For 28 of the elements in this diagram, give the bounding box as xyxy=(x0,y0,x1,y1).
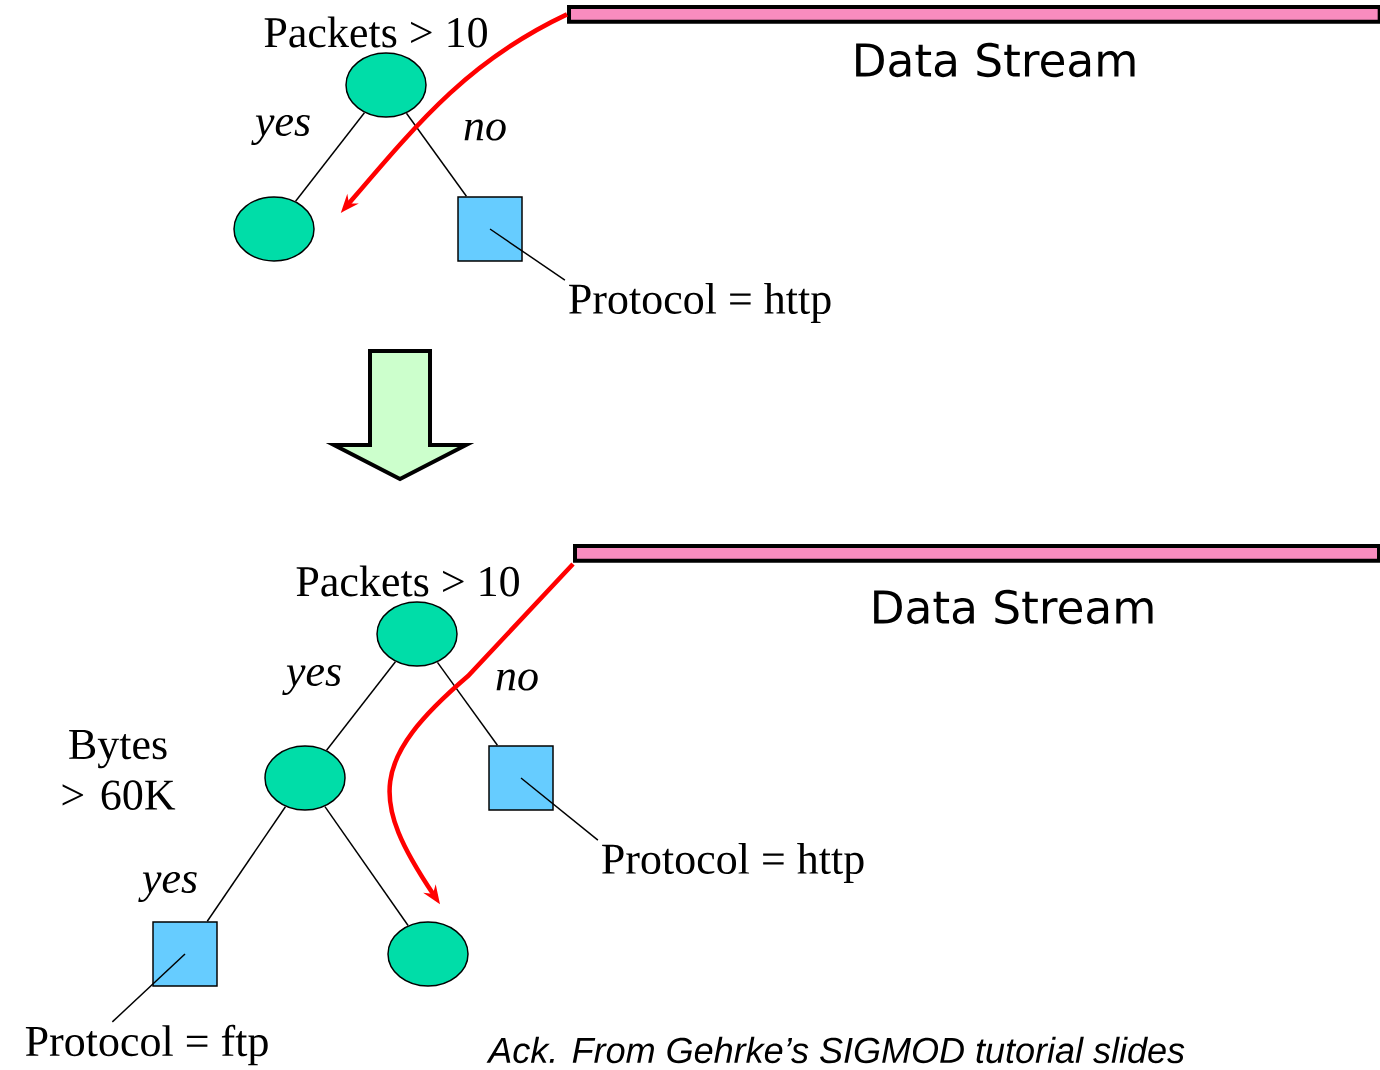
edge-label: no xyxy=(464,119,506,141)
node-label: Packets > 10 xyxy=(264,16,487,48)
condition-label: Protocol = ftp xyxy=(25,1024,268,1066)
tree-branch xyxy=(206,805,287,922)
node-label: Packets > 10 xyxy=(296,565,519,597)
leaf-square xyxy=(457,196,523,262)
condition-label: Protocol = http xyxy=(569,283,831,323)
leader-line xyxy=(489,228,566,281)
leader-line xyxy=(520,777,599,841)
leader-line xyxy=(111,953,186,1023)
tree-branch xyxy=(405,112,468,197)
edge-label: yes xyxy=(138,871,197,903)
node-label: Data Stream xyxy=(856,42,1135,78)
tree-branch xyxy=(325,661,397,751)
tree-branch xyxy=(324,805,409,927)
leaf-square xyxy=(488,745,554,811)
tree-node xyxy=(233,196,315,262)
node-label: Data Stream xyxy=(874,589,1153,625)
tree-node xyxy=(387,921,469,987)
edge-label: no xyxy=(496,669,538,691)
leaf-square xyxy=(152,921,218,987)
condition-label: Protocol = http xyxy=(602,843,864,883)
caption: Ack. From Gehrke’s SIGMOD tutorial slides xyxy=(486,1036,1185,1064)
tree-branch xyxy=(436,661,499,746)
edge-label: yes xyxy=(282,664,341,696)
node-label: Bytes > 60K xyxy=(62,730,176,810)
edge-label: yes xyxy=(251,114,310,146)
tree-branch xyxy=(294,112,366,202)
